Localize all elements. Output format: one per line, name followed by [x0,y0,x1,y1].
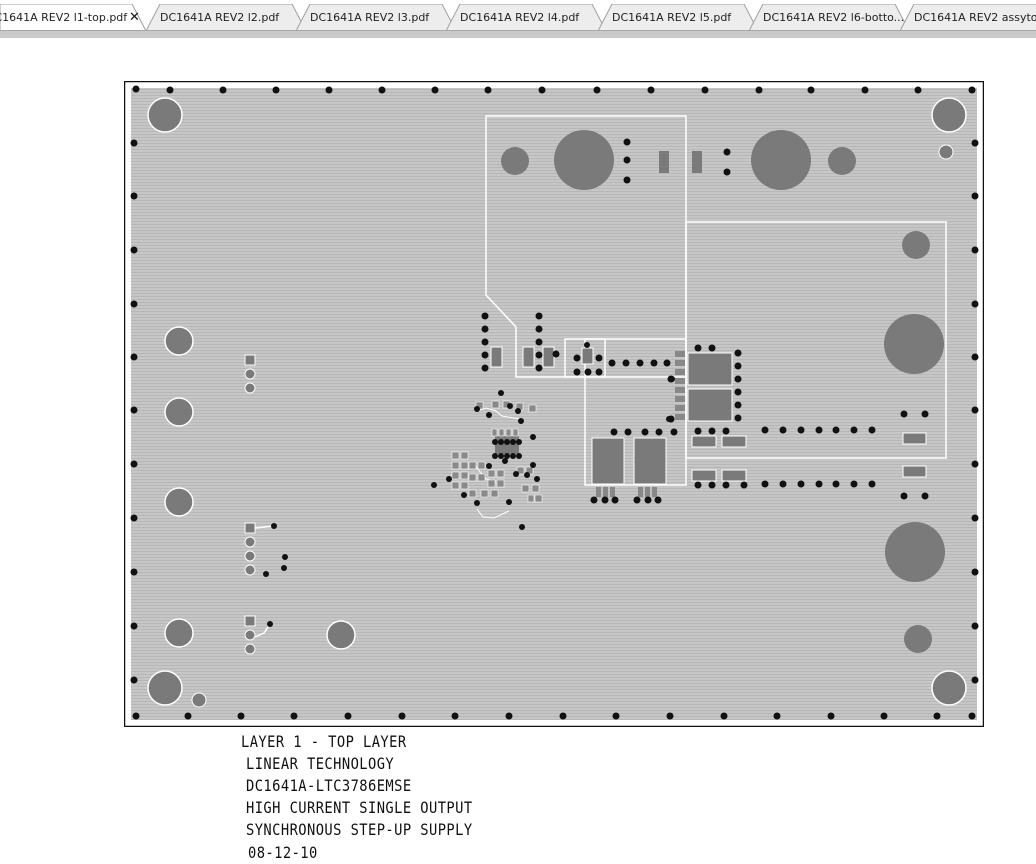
tab-label: DC1641A REV2 l3.pdf [310,11,430,24]
caption-line-4: HIGH CURRENT SINGLE OUTPUT [246,798,473,817]
caption-line-1: LAYER 1 - TOP LAYER [241,732,407,751]
tab-label: DC1641A REV2 l2.pdf [160,11,280,24]
tab-l5[interactable]: DC1641A REV2 l5.pdf [598,4,758,30]
switch-node-region [584,338,687,486]
tab-l3[interactable]: DC1641A REV2 l3.pdf [296,4,456,30]
left-terminals [164,326,356,650]
tab-label: DC1641A REV2 assytop... [914,11,1036,24]
document-tab-bar: DC1641A REV2 l1-top.pdf ✕ DC1641A REV2 l… [0,0,1036,39]
caption-line-2: LINEAR TECHNOLOGY [246,754,395,773]
tab-label: DC1641A REV2 l1-top.pdf [0,11,128,24]
tab-label: DC1641A REV2 l5.pdf [612,11,732,24]
caption-line-5: SYNCHRONOUS STEP-UP SUPPLY [246,820,473,839]
jumper-headers [244,354,275,655]
input-copper-region [485,115,687,378]
tab-label: DC1641A REV2 l4.pdf [460,11,580,24]
tab-l1-top[interactable]: DC1641A REV2 l1-top.pdf ✕ [0,4,146,30]
caption-line-3: DC1641A-LTC3786EMSE [246,776,412,795]
tab-assytop[interactable]: DC1641A REV2 assytop... [900,4,1036,30]
close-icon[interactable]: ✕ [129,10,140,25]
caption-line-6: 08-12-10 [248,843,318,862]
mounting-holes [147,97,967,706]
via-clusters [481,312,929,504]
tab-bar-baseline [0,30,1036,39]
pcb-top-layer-drawing [124,81,984,727]
perimeter-vias [130,85,979,720]
tab-l6-bottom[interactable]: DC1641A REV2 l6-botto... [749,4,909,30]
tab-l4[interactable]: DC1641A REV2 l4.pdf [446,4,606,30]
tab-l2[interactable]: DC1641A REV2 l2.pdf [146,4,306,30]
tab-label: DC1641A REV2 l6-botto... [763,11,905,24]
controller-ic-cluster [431,390,543,530]
